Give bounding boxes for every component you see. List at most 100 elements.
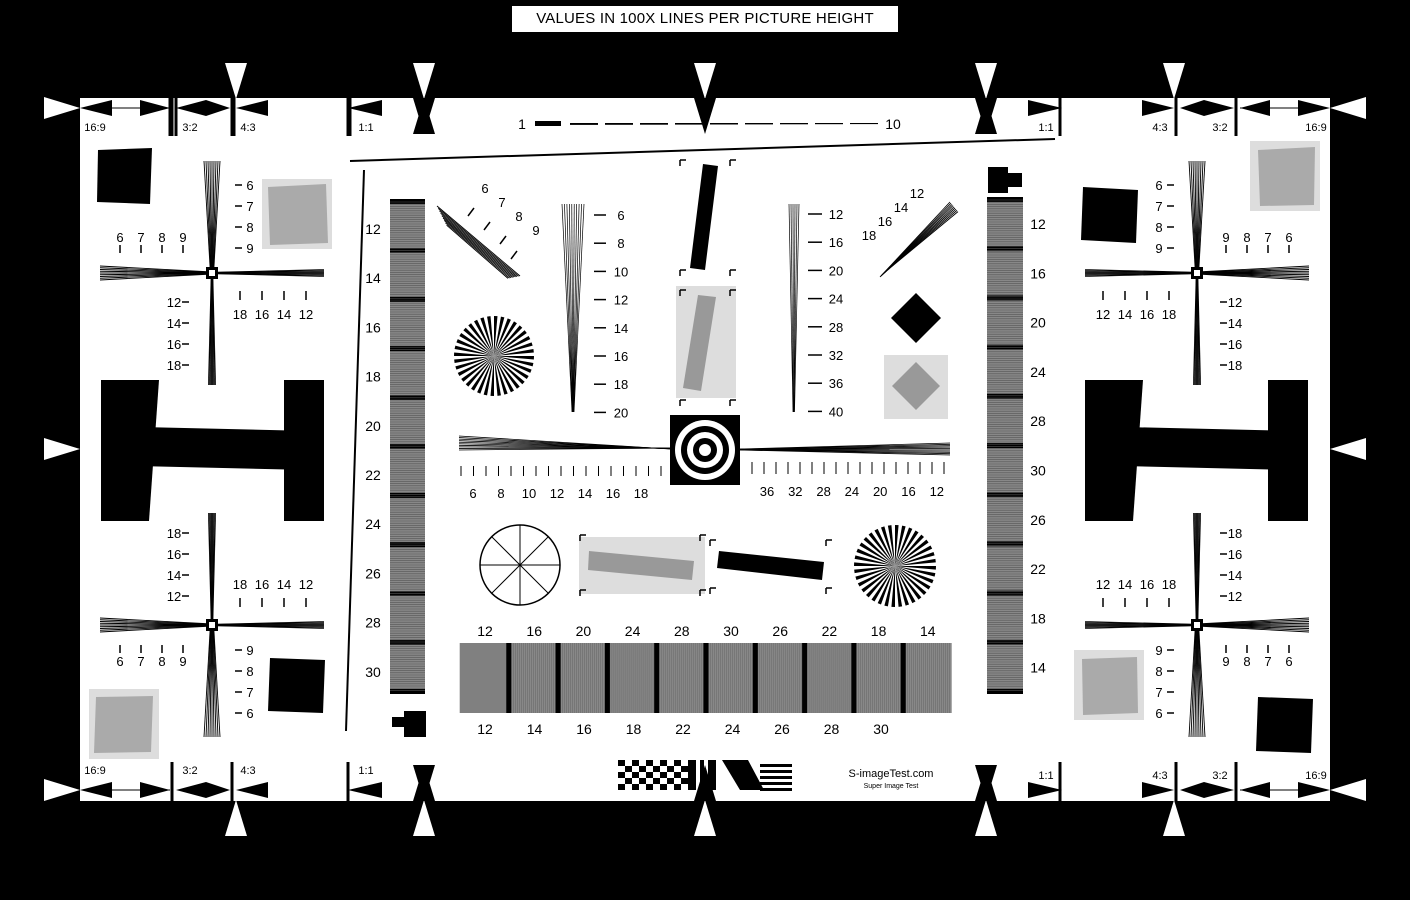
checker	[667, 778, 674, 784]
aspect-arrow	[1142, 782, 1174, 798]
star-wedge	[454, 352, 494, 356]
block-separator	[802, 643, 808, 713]
star-wedge	[494, 356, 532, 373]
star-wedge	[480, 317, 494, 356]
aspect-arrow	[348, 100, 382, 116]
block-separator	[851, 643, 857, 713]
gray-slant	[683, 295, 716, 391]
fan-label: 9	[179, 230, 186, 245]
diag-label: 9	[532, 223, 539, 238]
fan-label: 7	[1155, 199, 1162, 214]
fan-line	[99, 273, 213, 277]
gray-slant	[588, 551, 694, 580]
scale-dash	[850, 123, 878, 125]
star-wedge	[895, 534, 924, 566]
star-wedge	[868, 532, 895, 566]
star-wedge	[863, 537, 895, 566]
center-label: 16	[901, 484, 915, 499]
frame-mark	[975, 98, 997, 134]
aspect-arrow	[1142, 100, 1174, 116]
wedge-label: 10	[614, 264, 628, 279]
fan-center-hole	[1194, 622, 1200, 628]
fan-label: 12	[167, 589, 181, 604]
fan-label: 14	[1118, 307, 1132, 322]
star-wedge	[884, 566, 895, 607]
frame-mark	[975, 765, 997, 801]
h-fan	[739, 449, 951, 456]
star-wedge	[494, 356, 508, 395]
block-separator	[900, 643, 906, 713]
block-label: 30	[723, 623, 739, 639]
fan-label: 9	[1155, 241, 1162, 256]
fan-label: 9	[179, 654, 186, 669]
fan-line	[99, 617, 213, 625]
fan-line	[99, 625, 213, 631]
fan-label: 16	[1140, 577, 1154, 592]
star-wedge	[895, 545, 933, 566]
fan-line	[1196, 622, 1310, 626]
aspect-arrow	[206, 782, 230, 798]
fan-line	[1196, 270, 1310, 274]
right-bar-label: 24	[1030, 364, 1046, 380]
fan-line	[1196, 265, 1310, 273]
block-label: 16	[526, 623, 542, 639]
brand-site: S-imageTest.com	[849, 768, 934, 780]
black-square	[1256, 697, 1313, 753]
wedge-line	[792, 203, 794, 413]
fan-line	[1197, 272, 1201, 386]
diag-fan	[441, 215, 515, 278]
diagonal-line	[345, 169, 365, 732]
star-wedge	[494, 356, 501, 396]
bar-separator	[987, 295, 1023, 301]
center-label: 32	[788, 484, 802, 499]
fan-line	[207, 160, 212, 274]
wedge-label: 8	[617, 236, 624, 251]
fan-label: 6	[1155, 178, 1162, 193]
star-wedge	[895, 566, 934, 584]
fan-center-hole	[209, 622, 215, 628]
aspect-label: 16:9	[1305, 770, 1326, 782]
aspect-arrow	[1240, 782, 1270, 798]
bar-tab	[988, 167, 1008, 193]
checker	[639, 778, 646, 784]
block-label: 28	[674, 623, 690, 639]
diag-label: 18	[862, 228, 876, 243]
fan-line	[99, 625, 213, 629]
wedge-label: 14	[614, 321, 628, 336]
diag-tick	[483, 221, 491, 231]
star-wedge	[477, 356, 494, 394]
right-bar-label: 22	[1030, 561, 1046, 577]
star-wedge	[494, 356, 514, 393]
aspect-arrow	[80, 782, 112, 798]
aspect-arrow	[1028, 782, 1062, 798]
star-wedge	[494, 349, 534, 356]
star-wedge	[454, 345, 494, 356]
fan-line	[205, 624, 212, 738]
fan-label: 12	[1228, 295, 1242, 310]
checker	[681, 778, 688, 784]
checker	[639, 766, 646, 772]
center-label: 8	[497, 486, 504, 501]
star-wedge	[465, 356, 494, 387]
fan-line	[1196, 267, 1310, 273]
left-bar-label: 28	[365, 615, 381, 631]
fan-line	[1196, 624, 1200, 738]
gray-diamond	[892, 362, 940, 410]
fan-line	[1194, 624, 1198, 738]
aspect-label: 3:2	[182, 765, 197, 777]
wedge-line	[573, 203, 580, 413]
star-wedge	[490, 356, 494, 396]
aspect-arrow	[1204, 100, 1234, 116]
aspect-label: 4:3	[1152, 770, 1167, 782]
aspect-label: 1:1	[1038, 122, 1053, 134]
frame-arrow	[225, 800, 247, 836]
star-wedge	[494, 356, 525, 385]
frame-arrow	[413, 63, 435, 99]
checker	[674, 772, 681, 778]
aspect-label: 1:1	[358, 765, 373, 777]
center-label: 12	[930, 484, 944, 499]
fan-label: 16	[167, 547, 181, 562]
fan-line	[212, 512, 216, 626]
block-label: 18	[871, 623, 887, 639]
fan-center-hole	[209, 270, 215, 276]
